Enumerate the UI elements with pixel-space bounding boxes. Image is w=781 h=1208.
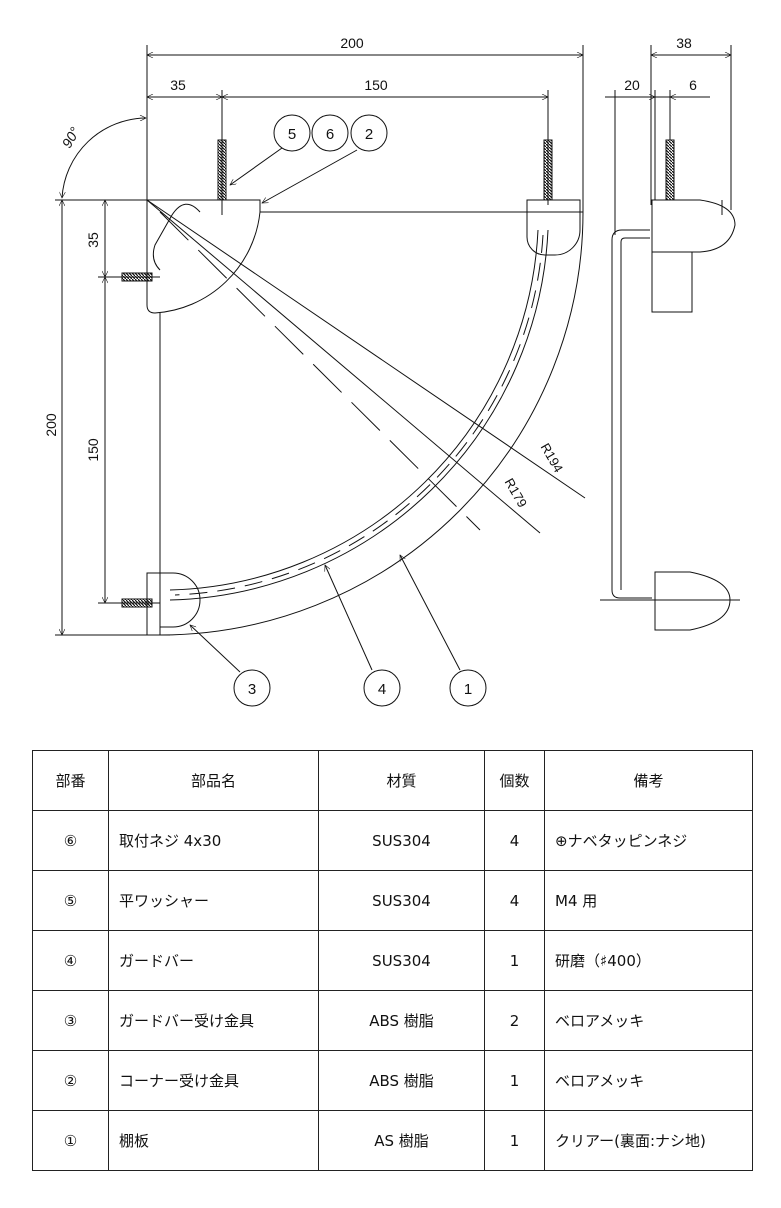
- table-row: ③ ガードバー受け金具 ABS 樹脂 2 ベロアメッキ: [32, 990, 753, 1051]
- radius-outer-label: R194: [538, 441, 567, 475]
- balloon-1: 1: [464, 681, 472, 698]
- dim-left-offset: 35: [170, 77, 186, 93]
- table-row: ⑤ 平ワッシャー SUS304 4 M4 用: [32, 870, 753, 931]
- note: 研磨（♯400）: [544, 930, 753, 991]
- part-name: コーナー受け金具: [108, 1050, 319, 1111]
- technical-drawing: 200 35 150 200 35 150 90° R194 R179 38 2…: [43, 35, 740, 707]
- front-view: [55, 45, 586, 673]
- part-no: ⑤: [32, 870, 109, 931]
- dim-side-bar-offset: 20: [624, 77, 640, 93]
- qty: 1: [484, 930, 545, 991]
- radius-bar-label: R179: [502, 476, 531, 510]
- header-material: 材質: [318, 750, 485, 811]
- table-row: ④ ガードバー SUS304 1 研磨（♯400）: [32, 930, 753, 991]
- balloon-2: 2: [365, 126, 373, 143]
- qty: 4: [484, 810, 545, 871]
- header-qty: 個数: [484, 750, 545, 811]
- material: ABS 樹脂: [318, 1050, 485, 1111]
- material: SUS304: [318, 930, 485, 991]
- part-no: ⑥: [32, 810, 109, 871]
- table-row: ⑥ 取付ネジ 4x30 SUS304 4 ⊕ナベタッピンネジ: [32, 810, 753, 871]
- dim-top-offset: 35: [85, 232, 101, 248]
- material: AS 樹脂: [318, 1110, 485, 1171]
- part-name: ガードバー: [108, 930, 319, 991]
- part-no: ④: [32, 930, 109, 991]
- balloon-4: 4: [378, 681, 386, 698]
- part-name: 取付ネジ 4x30: [108, 810, 319, 871]
- part-no: ③: [32, 990, 109, 1051]
- material: SUS304: [318, 870, 485, 931]
- header-part-name: 部品名: [108, 750, 319, 811]
- qty: 2: [484, 990, 545, 1051]
- parts-table: 部番 部品名 材質 個数 備考 ⑥ 取付ネジ 4x30 SUS304 4 ⊕ナベ…: [32, 750, 753, 1171]
- qty: 1: [484, 1050, 545, 1111]
- dim-screw-span: 150: [364, 77, 388, 93]
- note: ⊕ナベタッピンネジ: [544, 810, 753, 871]
- balloon-3: 3: [248, 681, 256, 698]
- balloon-5: 5: [288, 126, 296, 143]
- dim-vertical-screw-span: 150: [85, 438, 101, 462]
- balloon-6: 6: [326, 126, 334, 143]
- part-name: ガードバー受け金具: [108, 990, 319, 1051]
- dim-total-width: 200: [340, 35, 364, 51]
- qty: 1: [484, 1110, 545, 1171]
- note: クリアー(裏面:ナシ地): [544, 1110, 753, 1171]
- angle-label: 90°: [58, 124, 83, 151]
- note: ベロアメッキ: [544, 1050, 753, 1111]
- table-header-row: 部番 部品名 材質 個数 備考: [32, 750, 753, 811]
- side-view: [600, 45, 740, 631]
- material: SUS304: [318, 810, 485, 871]
- table-row: ① 棚板 AS 樹脂 1 クリアー(裏面:ナシ地): [32, 1110, 753, 1171]
- part-no: ①: [32, 1110, 109, 1171]
- dim-side-depth: 38: [676, 35, 692, 51]
- dim-total-height: 200: [43, 413, 59, 437]
- screw-icons: [121, 139, 553, 608]
- part-balloons: 5 6 2 3 4 1: [233, 114, 487, 707]
- qty: 4: [484, 870, 545, 931]
- dim-side-bracket: 6: [689, 77, 697, 93]
- header-note: 備考: [544, 750, 753, 811]
- part-no: ②: [32, 1050, 109, 1111]
- material: ABS 樹脂: [318, 990, 485, 1051]
- part-name: 棚板: [108, 1110, 319, 1171]
- part-name: 平ワッシャー: [108, 870, 319, 931]
- note: M4 用: [544, 870, 753, 931]
- note: ベロアメッキ: [544, 990, 753, 1051]
- header-part-no: 部番: [32, 750, 109, 811]
- table-row: ② コーナー受け金具 ABS 樹脂 1 ベロアメッキ: [32, 1050, 753, 1111]
